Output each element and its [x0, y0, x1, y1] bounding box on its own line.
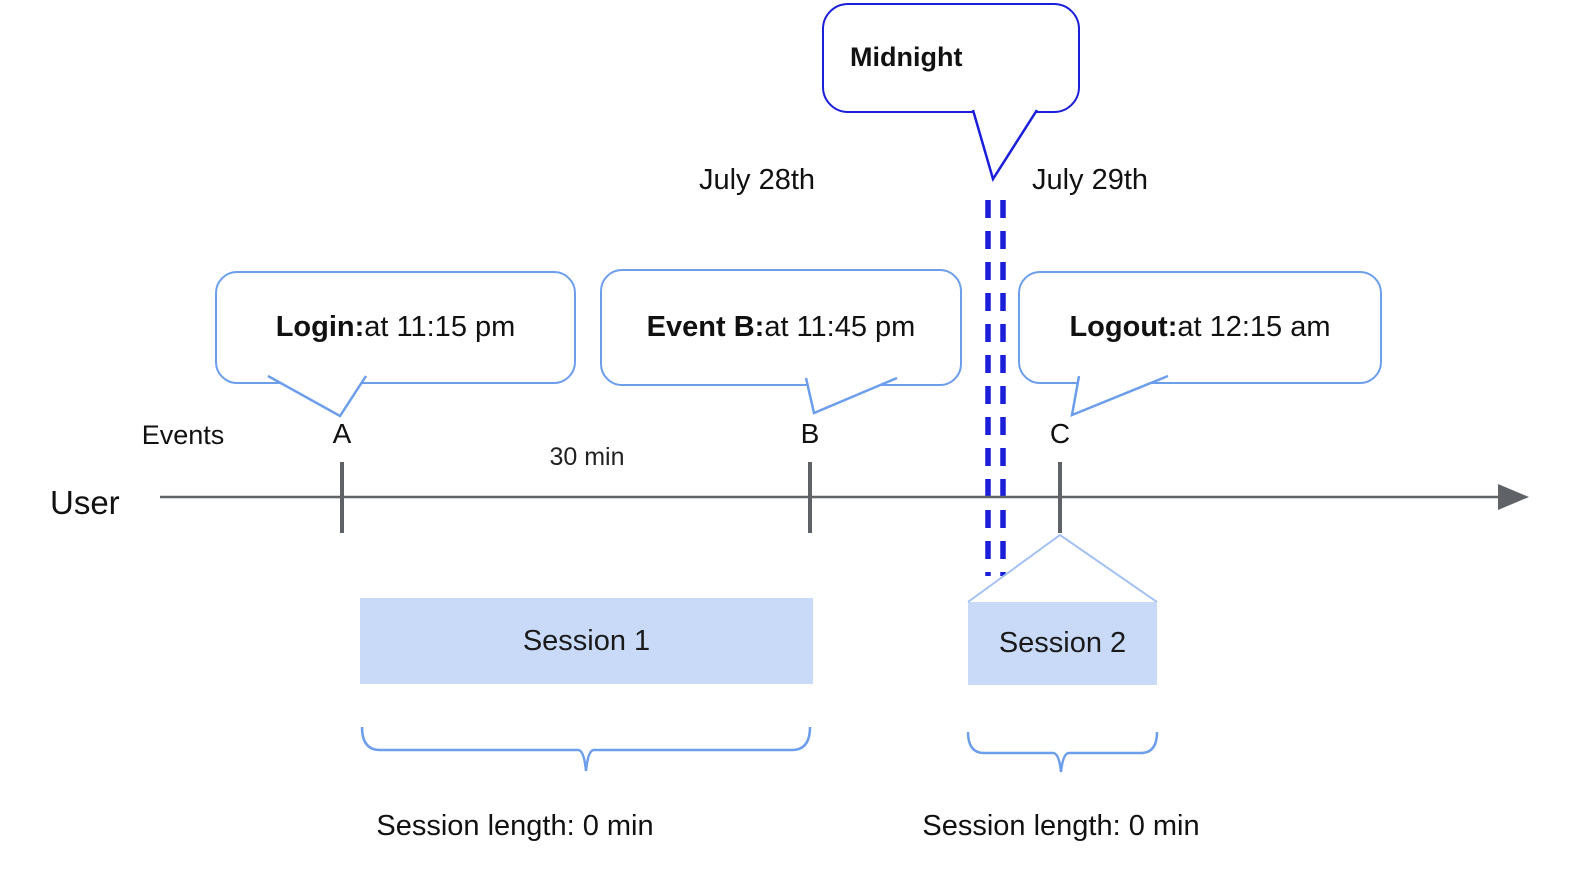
- event-b-callout-time: at 11:45 pm: [764, 310, 916, 343]
- event-letter-b: B: [800, 418, 820, 449]
- events-row-label: Events: [141, 420, 225, 450]
- login-callout-title: Login:: [275, 310, 365, 343]
- midnight-callout: Midnight: [822, 3, 1080, 113]
- user-lane-label: User: [50, 484, 120, 521]
- event-b-callout-title: Event B:: [646, 310, 765, 343]
- login-callout: Login: at 11:15 pm: [215, 271, 576, 384]
- session-2-brace: [966, 731, 1159, 773]
- midnight-label: Midnight: [850, 42, 963, 73]
- midnight-callout-tail: [971, 109, 1039, 183]
- session-2-label: Session 2: [998, 627, 1127, 659]
- date-july-28: July 28th: [698, 164, 816, 196]
- session-2-box: Session 2: [968, 602, 1157, 685]
- session-1-label: Session 1: [522, 624, 651, 657]
- session-1-box: Session 1: [360, 598, 813, 684]
- event-letter-a: A: [332, 418, 352, 449]
- date-july-29: July 29th: [1031, 164, 1149, 196]
- event-letter-c: C: [1049, 418, 1071, 449]
- interval-30min-label: 30 min: [549, 443, 625, 471]
- event-b-callout: Event B: at 11:45 pm: [600, 269, 962, 386]
- logout-callout: Logout: at 12:15 am: [1018, 271, 1382, 384]
- session-1-length-label: Session length: 0 min: [376, 810, 654, 842]
- login-callout-time: at 11:15 pm: [364, 310, 516, 343]
- session-2-connector: [967, 533, 1158, 603]
- session-1-brace: [360, 726, 812, 772]
- logout-callout-time: at 12:15 am: [1177, 310, 1331, 343]
- session-2-length-label: Session length: 0 min: [922, 810, 1200, 842]
- timeline-arrowhead-icon: [1498, 484, 1529, 510]
- logout-callout-title: Logout:: [1069, 310, 1178, 343]
